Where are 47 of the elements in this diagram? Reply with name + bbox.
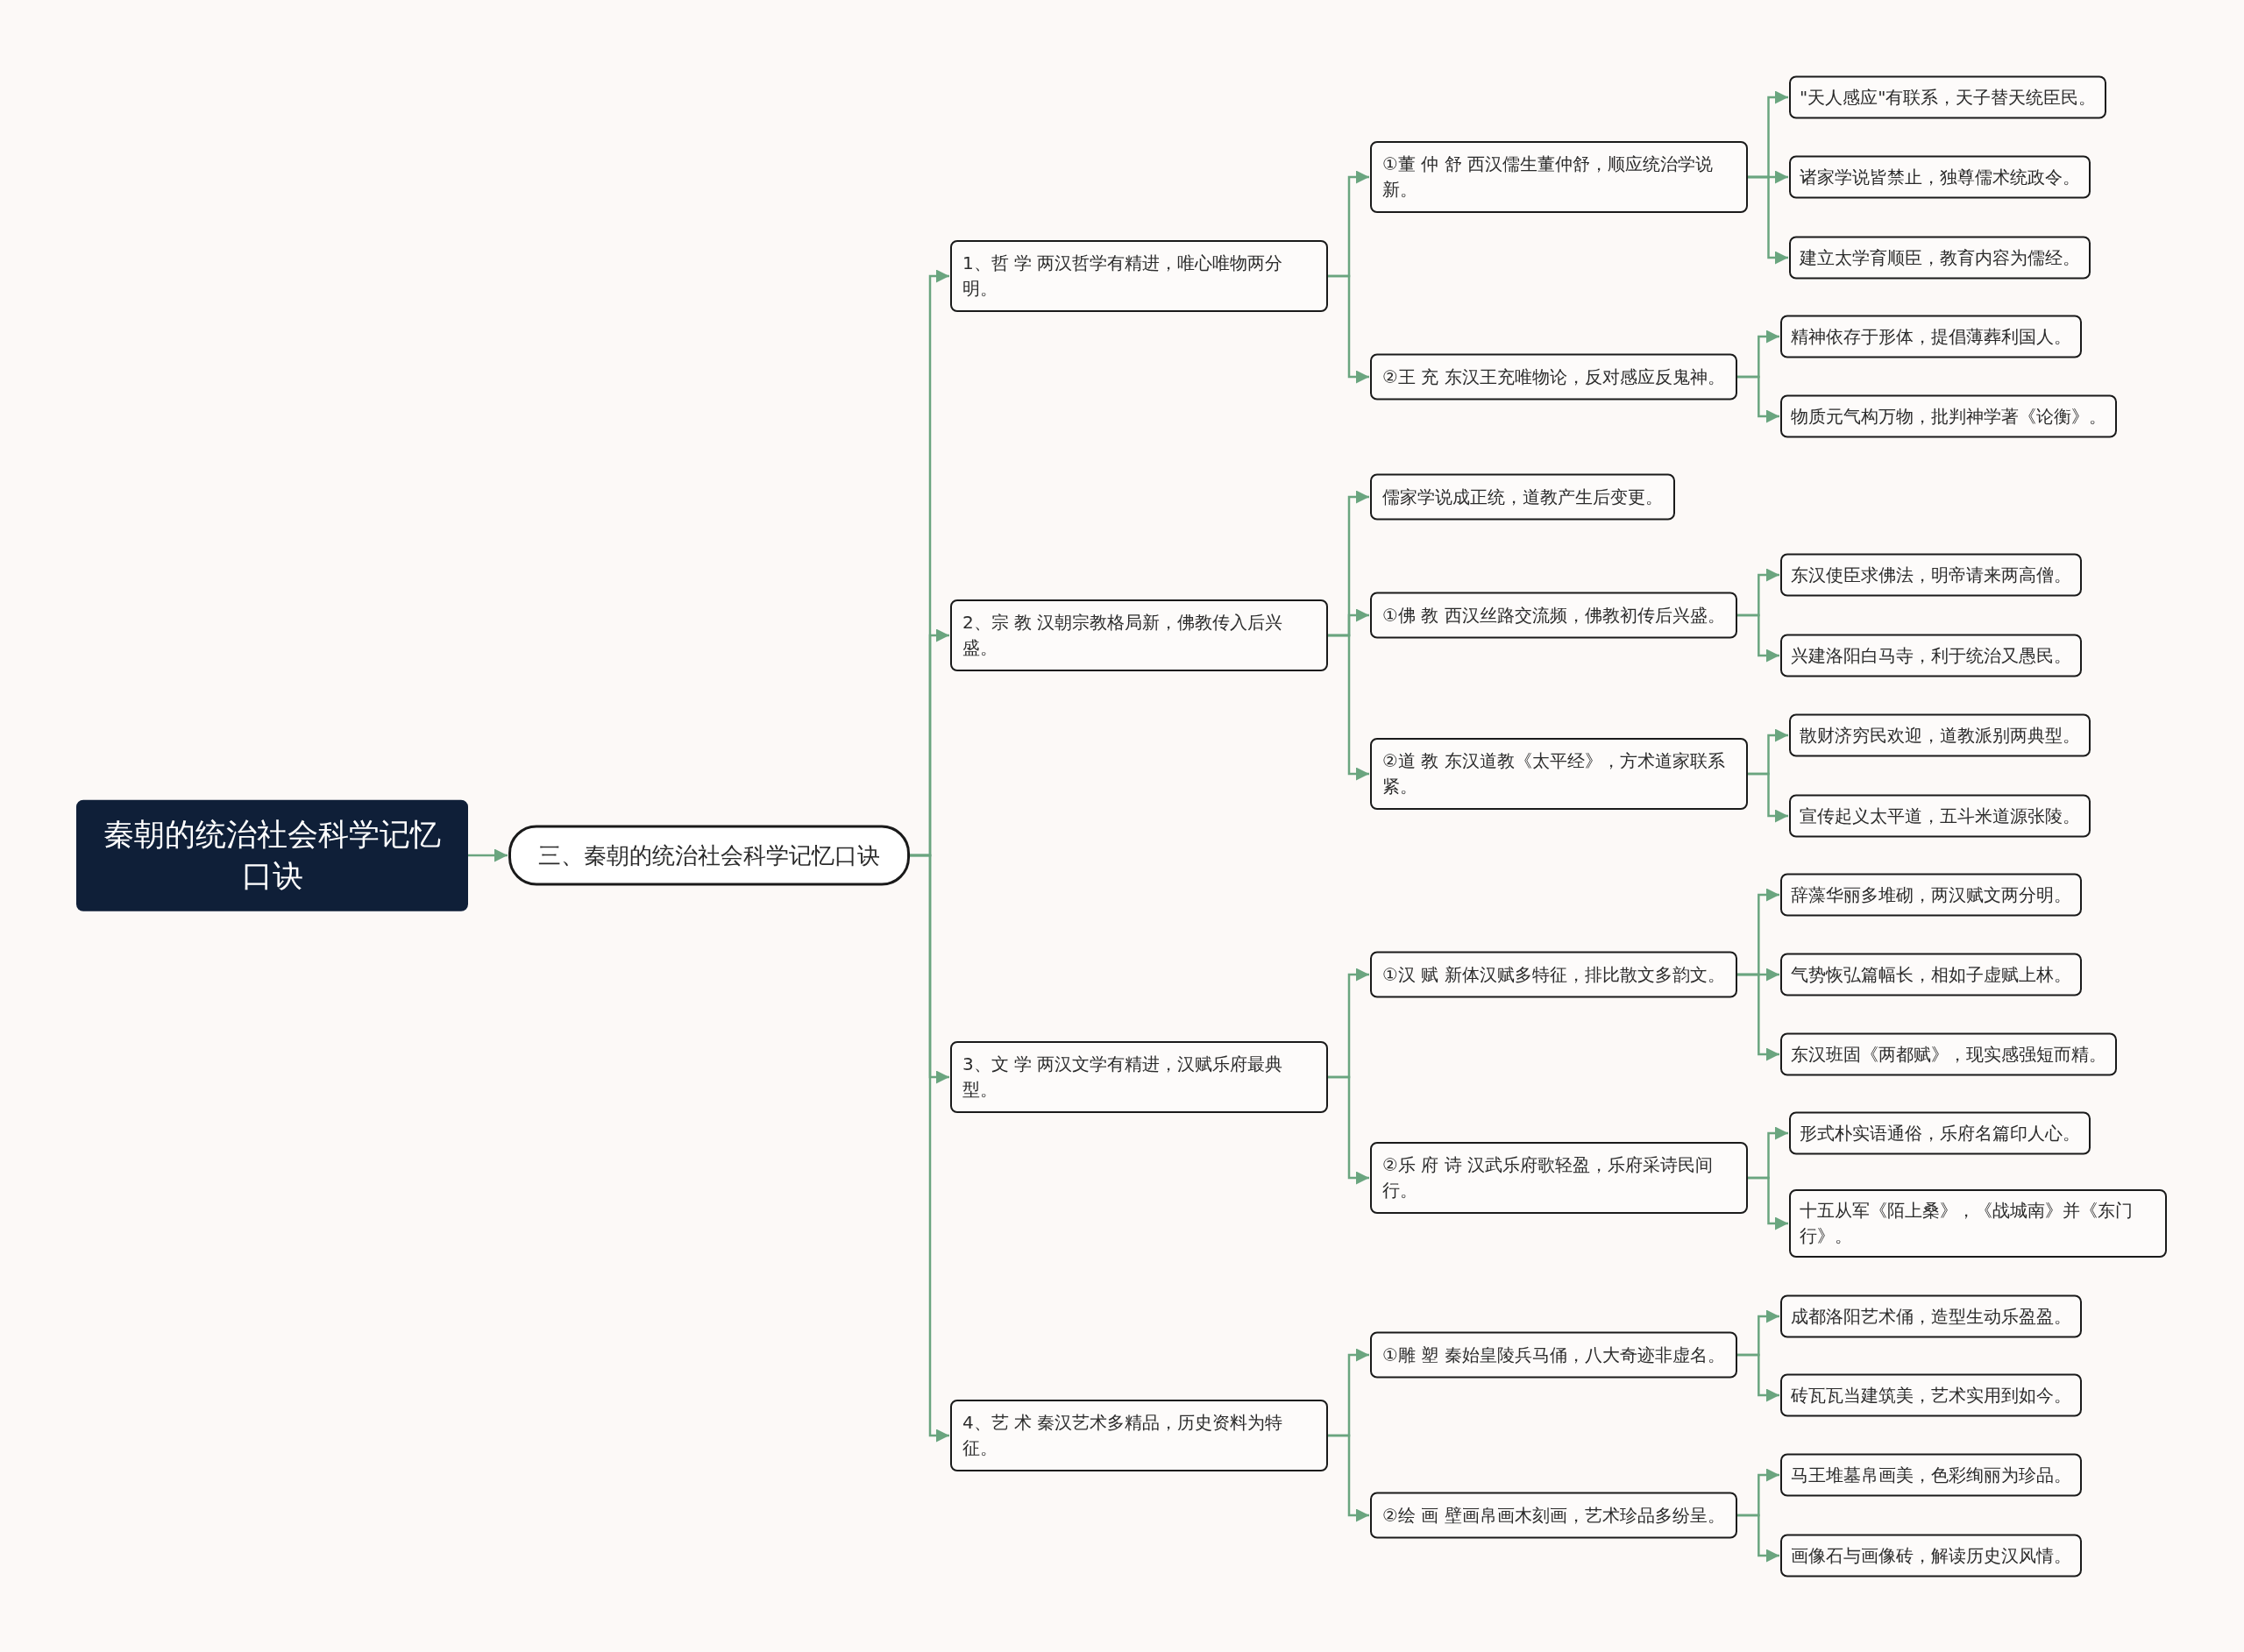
subtopic-box: ①董 仲 舒 西汉儒生董仲舒，顺应统治学说新。 (1370, 141, 1748, 213)
connector-arrow (1328, 634, 1369, 781)
central-topic-box: 秦朝的统治社会科学记忆口诀 (76, 799, 468, 911)
subtopic-box: ①雕 塑 秦始皇陵兵马俑，八大奇迹非虚名。 (1370, 1331, 1737, 1379)
subtopic-box: ①佛 教 西汉丝路交流频，佛教初传后兴盛。 (1370, 592, 1737, 639)
connector-arrow (1328, 1434, 1369, 1522)
leaf-box: 东汉班固《两都赋》，现实感强短而精。 (1780, 1032, 2117, 1076)
leaf-box: 形式朴实语通俗，乐府名篇印人心。 (1789, 1111, 2091, 1155)
connector-arrow (1748, 772, 1788, 823)
connector-arrow (910, 854, 949, 1443)
leaf-box: 十五从军《陌上桑》，《战城南》并《东门行》。 (1789, 1189, 2167, 1258)
connector-arrow (1328, 274, 1369, 384)
connector-arrow (1736, 1514, 1779, 1563)
connector-arrow (1748, 1176, 1788, 1230)
connector-arrow (1736, 973, 1779, 1061)
connector-arrow (468, 848, 508, 862)
leaf-box: 东汉使臣求佛法，明帝请来两高僧。 (1780, 553, 2082, 597)
subtopic-box: 3、文 学 两汉文学有精进，汉赋乐府最典型。 (950, 1041, 1328, 1113)
subtopic-box: ②乐 府 诗 汉武乐府歌轻盈，乐府采诗民间行。 (1370, 1142, 1748, 1214)
leaf-box: 物质元气构万物，批判神学著《论衡》。 (1780, 394, 2117, 438)
leaf-box: 诸家学说皆禁止，独尊儒术统政令。 (1789, 155, 2091, 199)
leaf-box: 散财济穷民欢迎，道教派别两典型。 (1789, 713, 2091, 757)
leaf-box: 马王堆墓帛画美，色彩绚丽为珍品。 (1780, 1453, 2082, 1497)
subtopic-box: 1、哲 学 两汉哲学有精进，唯心唯物两分明。 (950, 240, 1328, 312)
leaf-box: "天人感应"有联系，天子替天统臣民。 (1789, 75, 2107, 119)
subtopic-box: ②绘 画 壁画帛画木刻画，艺术珍品多纷呈。 (1370, 1492, 1737, 1539)
connector-arrow (1736, 1353, 1779, 1402)
subtopic-box: ②道 教 东汉道教《太平经》，方术道家联系紧。 (1370, 738, 1748, 810)
leaf-box: 兴建洛阳白马寺，利于统治又愚民。 (1780, 634, 2082, 677)
leaf-box: 画像石与画像砖，解读历史汉风情。 (1780, 1534, 2082, 1578)
leaf-box: 辞藻华丽多堆砌，两汉赋文两分明。 (1780, 873, 2082, 917)
topic-box: 三、秦朝的统治社会科学记忆口诀 (508, 825, 910, 886)
leaf-box: 气势恢弘篇幅长，相如子虚赋上林。 (1780, 953, 2082, 996)
connector-arrow (1328, 1075, 1369, 1185)
leaf-box: 建立太学育顺臣，教育内容为儒经。 (1789, 236, 2091, 280)
connector-arrow (1736, 375, 1779, 423)
leaf-box: 精神依存于形体，提倡薄葬利国人。 (1780, 315, 2082, 358)
subtopic-box: ①汉 赋 新体汉赋多特征，排比散文多韵文。 (1370, 951, 1737, 998)
subtopic-box: 4、艺 术 秦汉艺术多精品，历史资料为特征。 (950, 1400, 1328, 1471)
connector-arrow (1736, 613, 1779, 663)
leaf-box: 砖瓦瓦当建筑美，艺术实用到如今。 (1780, 1373, 2082, 1417)
subtopic-box: ②王 充 东汉王充唯物论，反对感应反鬼神。 (1370, 353, 1737, 401)
leaf-box: 成都洛阳艺术俑，造型生动乐盈盈。 (1780, 1294, 2082, 1338)
subtopic-box: 儒家学说成正统，道教产生后变更。 (1370, 473, 1675, 521)
subtopic-box: 2、宗 教 汉朝宗教格局新，佛教传入后兴盛。 (950, 599, 1328, 671)
leaf-box: 宣传起义太平道，五斗米道源张陵。 (1789, 794, 2091, 838)
connector-arrow (1748, 175, 1788, 265)
